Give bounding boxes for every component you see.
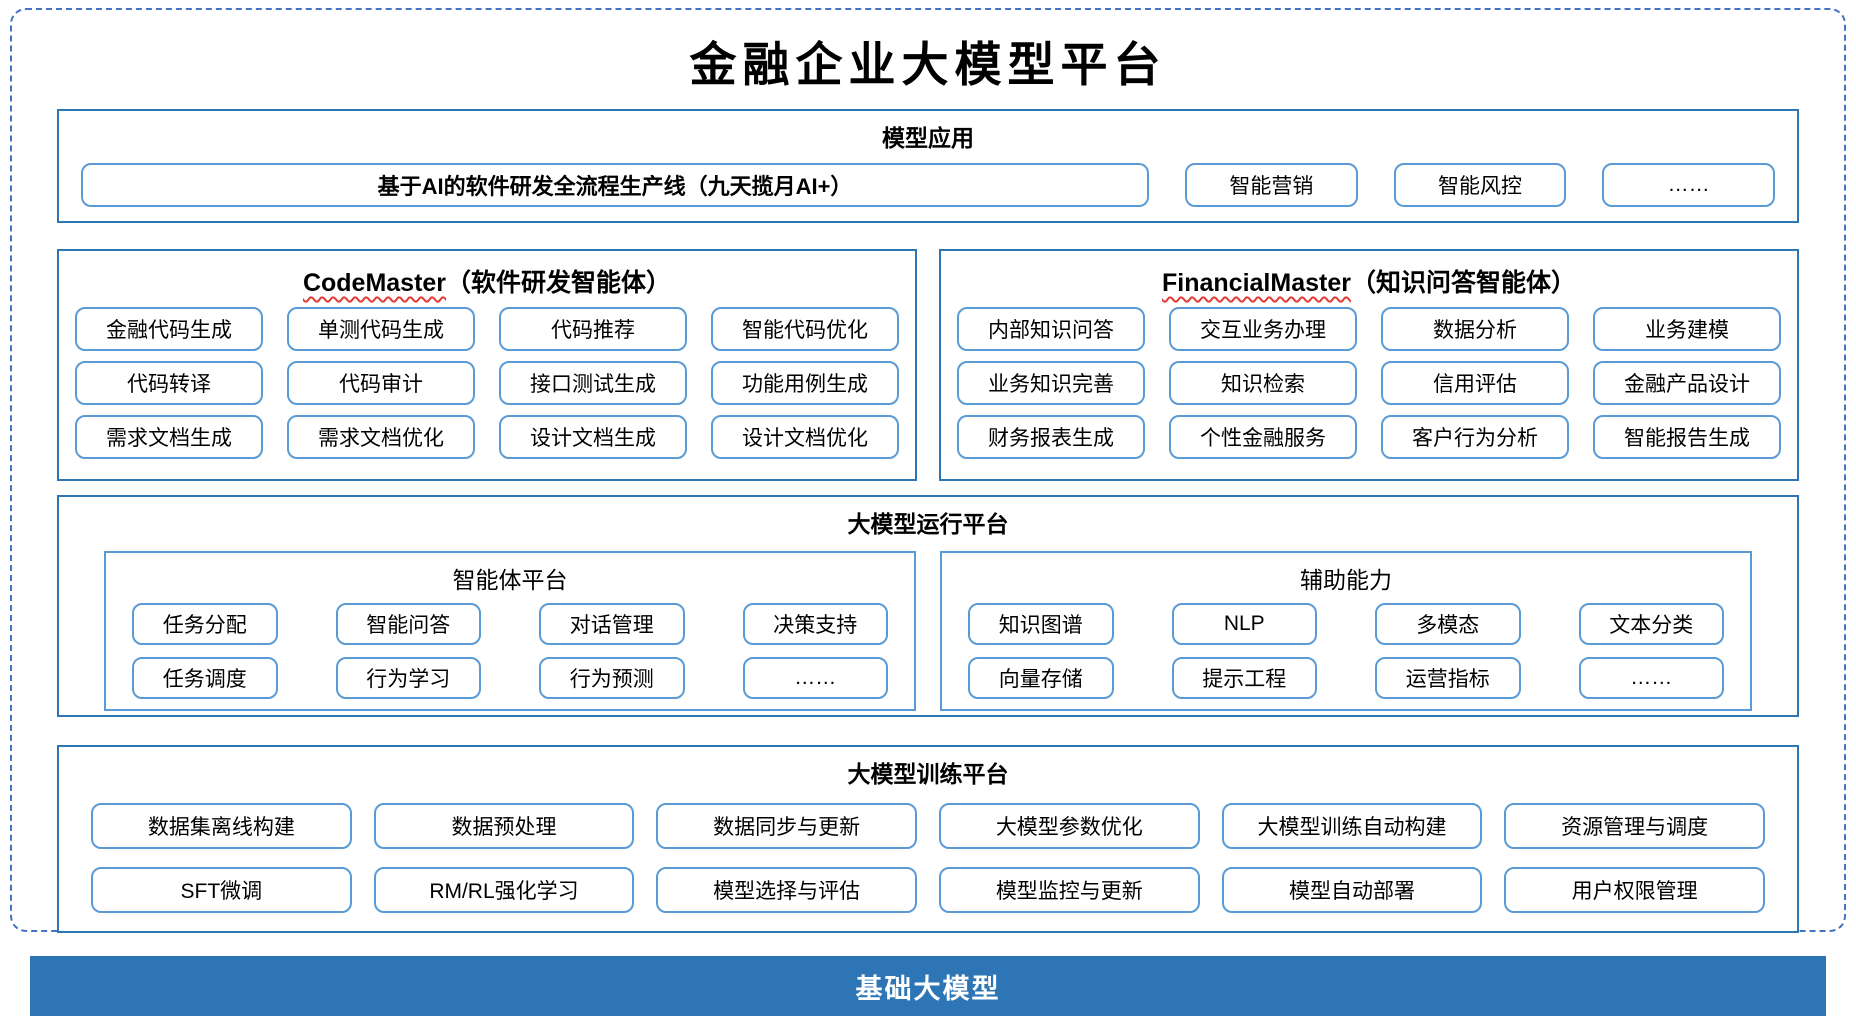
codemaster-name: CodeMaster	[302, 269, 447, 297]
financialmaster-box: 信用评估	[1381, 361, 1569, 405]
codemaster-box: 智能代码优化	[711, 307, 899, 351]
panel-aux-capabilities: 辅助能力 知识图谱 NLP 多模态 文本分类 向量存储 提示工程 运营指标 ……	[940, 551, 1752, 711]
aux-capability-box: NLP	[1171, 603, 1317, 645]
financialmaster-name: FinancialMaster	[1162, 269, 1351, 297]
app-box-more: ……	[1602, 163, 1776, 207]
financialmaster-grid: 内部知识问答 交互业务办理 数据分析 业务建模 业务知识完善 知识检索 信用评估…	[957, 307, 1781, 459]
financialmaster-box: 知识检索	[1169, 361, 1357, 405]
aux-capability-box: 知识图谱	[968, 603, 1114, 645]
training-box: 数据集离线构建	[91, 803, 352, 849]
financialmaster-box: 金融产品设计	[1593, 361, 1781, 405]
training-box: 模型选择与评估	[656, 867, 917, 913]
panel-codemaster: CodeMaster（软件研发智能体） 金融代码生成 单测代码生成 代码推荐 智…	[57, 249, 917, 481]
financialmaster-box: 智能报告生成	[1593, 415, 1781, 459]
training-box: 模型自动部署	[1221, 867, 1483, 913]
training-box: 大模型参数优化	[938, 803, 1200, 849]
codemaster-grid: 金融代码生成 单测代码生成 代码推荐 智能代码优化 代码转译 代码审计 接口测试…	[75, 307, 899, 459]
codemaster-box: 接口测试生成	[499, 361, 687, 405]
codemaster-box: 金融代码生成	[75, 307, 263, 351]
codemaster-box: 需求文档生成	[75, 415, 263, 459]
financialmaster-box: 业务建模	[1593, 307, 1781, 351]
training-box: 资源管理与调度	[1504, 803, 1765, 849]
financialmaster-box: 个性金融服务	[1169, 415, 1357, 459]
diagram-title: 金融企业大模型平台	[689, 38, 1167, 93]
aux-capability-box: ……	[1578, 657, 1724, 699]
panel-codemaster-header: CodeMaster（软件研发智能体）	[75, 257, 899, 307]
financialmaster-box: 财务报表生成	[957, 415, 1145, 459]
training-box: RM/RL强化学习	[373, 867, 635, 913]
aux-capabilities-header: 辅助能力	[1300, 567, 1392, 593]
financialmaster-box: 业务知识完善	[957, 361, 1145, 405]
section-runtime-platform: 大模型运行平台 智能体平台 任务分配 智能问答 对话管理 决策支持 任务调度 行…	[57, 495, 1799, 717]
app-box-marketing: 智能营销	[1185, 163, 1358, 207]
training-box: 数据同步与更新	[656, 803, 917, 849]
codemaster-box: 需求文档优化	[287, 415, 475, 459]
model-applications-row: 基于AI的软件研发全流程生产线（九天揽月AI+） 智能营销 智能风控 ……	[59, 153, 1797, 207]
agent-platform-grid: 任务分配 智能问答 对话管理 决策支持 任务调度 行为学习 行为预测 ……	[132, 603, 888, 699]
aux-capability-box: 多模态	[1375, 603, 1521, 645]
codemaster-box: 代码转译	[75, 361, 263, 405]
panel-financialmaster: FinancialMaster（知识问答智能体） 内部知识问答 交互业务办理 数…	[939, 249, 1799, 481]
codemaster-subtitle: （软件研发智能体）	[446, 269, 672, 297]
financialmaster-box: 内部知识问答	[957, 307, 1145, 351]
app-box-risk-control: 智能风控	[1393, 163, 1567, 207]
codemaster-box: 设计文档优化	[711, 415, 899, 459]
codemaster-box: 功能用例生成	[711, 361, 899, 405]
panel-agent-platform: 智能体平台 任务分配 智能问答 对话管理 决策支持 任务调度 行为学习 行为预测…	[104, 551, 916, 711]
section-model-applications: 模型应用 基于AI的软件研发全流程生产线（九天揽月AI+） 智能营销 智能风控 …	[57, 109, 1799, 223]
training-grid: 数据集离线构建 数据预处理 数据同步与更新 大模型参数优化 大模型训练自动构建 …	[59, 789, 1797, 913]
training-box: 数据预处理	[373, 803, 635, 849]
aux-capability-box: 运营指标	[1375, 657, 1521, 699]
aux-capability-box: 向量存储	[968, 657, 1114, 699]
training-box: 用户权限管理	[1504, 867, 1765, 913]
agent-platform-box: ……	[742, 657, 888, 699]
section-training-header: 大模型训练平台	[847, 761, 1009, 787]
panel-financialmaster-header: FinancialMaster（知识问答智能体）	[957, 257, 1781, 307]
aux-capability-box: 文本分类	[1578, 603, 1724, 645]
codemaster-box: 代码审计	[287, 361, 475, 405]
financialmaster-subtitle: （知识问答智能体）	[1350, 269, 1576, 297]
agent-platform-box: 对话管理	[539, 603, 685, 645]
agent-platform-box: 任务调度	[132, 657, 278, 699]
section-training-platform: 大模型训练平台 数据集离线构建 数据预处理 数据同步与更新 大模型参数优化 大模…	[57, 745, 1799, 933]
codemaster-box: 代码推荐	[499, 307, 687, 351]
training-box: SFT微调	[91, 867, 352, 913]
training-box: 模型监控与更新	[938, 867, 1200, 913]
agent-platform-box: 智能问答	[335, 603, 481, 645]
codemaster-box: 设计文档生成	[499, 415, 687, 459]
diagram-outer-frame: 金融企业大模型平台 模型应用 基于AI的软件研发全流程生产线（九天揽月AI+） …	[10, 8, 1846, 933]
foundation-model-bar: 基础大模型	[30, 956, 1826, 1016]
financialmaster-box: 交互业务办理	[1169, 307, 1357, 351]
agent-platform-box: 行为学习	[335, 657, 481, 699]
agents-row: CodeMaster（软件研发智能体） 金融代码生成 单测代码生成 代码推荐 智…	[57, 249, 1799, 481]
agent-platform-header: 智能体平台	[452, 567, 568, 593]
training-box: 大模型训练自动构建	[1221, 803, 1483, 849]
financialmaster-box: 客户行为分析	[1381, 415, 1569, 459]
aux-capability-box: 提示工程	[1171, 657, 1317, 699]
foundation-model-label: 基础大模型	[855, 973, 1001, 1004]
app-box-ai-pipeline: 基于AI的软件研发全流程生产线（九天揽月AI+）	[81, 163, 1149, 207]
runtime-panels: 智能体平台 任务分配 智能问答 对话管理 决策支持 任务调度 行为学习 行为预测…	[59, 539, 1797, 711]
financialmaster-box: 数据分析	[1381, 307, 1569, 351]
codemaster-box: 单测代码生成	[287, 307, 475, 351]
agent-platform-box: 决策支持	[742, 603, 888, 645]
agent-platform-box: 任务分配	[132, 603, 278, 645]
agent-platform-box: 行为预测	[539, 657, 685, 699]
section-model-applications-header: 模型应用	[882, 125, 974, 151]
aux-capabilities-grid: 知识图谱 NLP 多模态 文本分类 向量存储 提示工程 运营指标 ……	[968, 603, 1724, 699]
section-runtime-header: 大模型运行平台	[847, 511, 1009, 537]
